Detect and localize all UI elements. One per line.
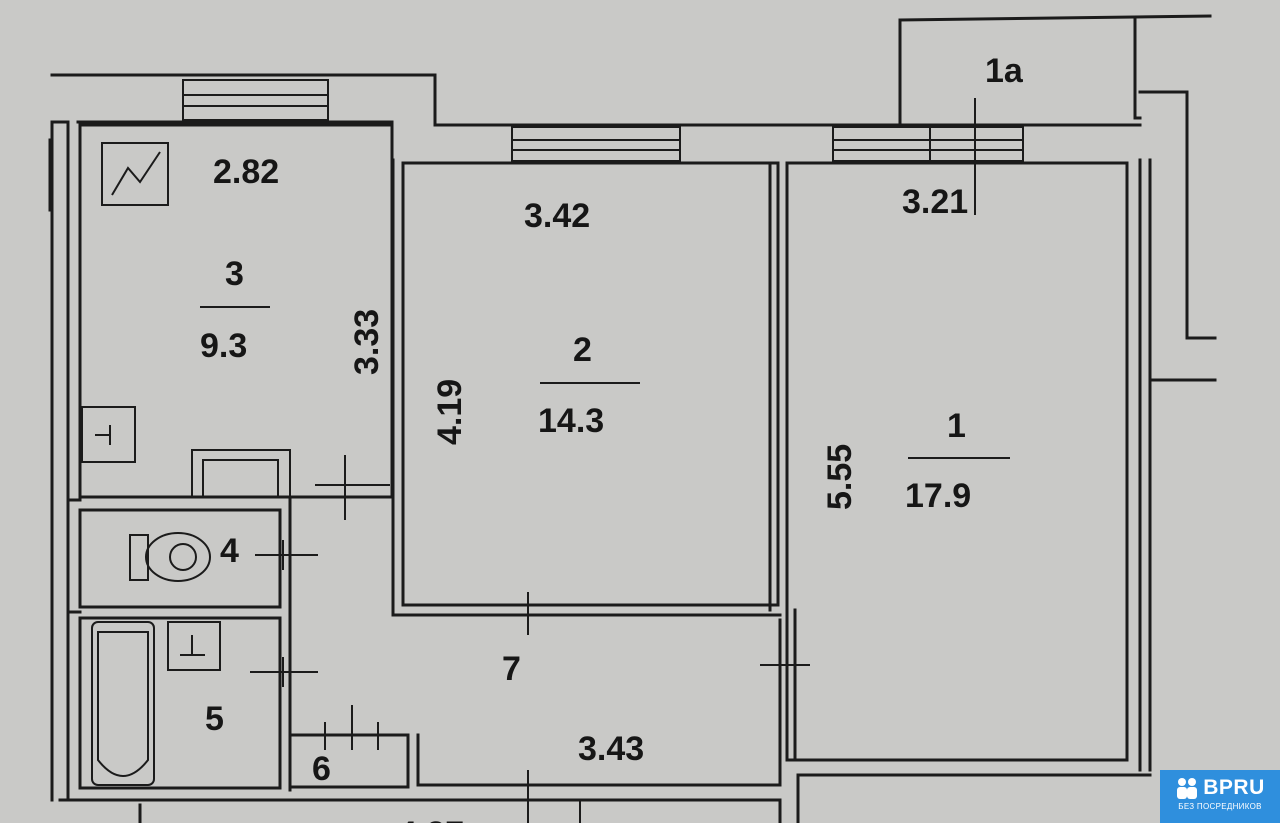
room-3-number: 3: [225, 255, 244, 293]
sink-icon: [81, 406, 136, 463]
room-2-area: 14.3: [538, 402, 604, 440]
room-7-number: 7: [502, 650, 521, 688]
bath-sink-icon: [167, 621, 221, 671]
room-3-depth: 3.33: [348, 309, 386, 375]
room-6-number: 6: [312, 750, 331, 788]
door-marks: [250, 98, 976, 823]
bpru-watermark: BPRU БЕЗ ПОСРЕДНИКОВ: [1160, 770, 1280, 823]
room-2-depth: 4.19: [431, 379, 469, 445]
room-3-area: 9.3: [200, 327, 247, 365]
hall-width: 3.43: [578, 730, 644, 768]
room-1-area: 17.9: [905, 477, 971, 515]
room-1-number: 1: [947, 407, 966, 445]
room-5-number: 5: [205, 700, 224, 738]
room-1-depth: 5.55: [821, 444, 859, 510]
room-1-width: 3.21: [902, 183, 968, 221]
windows: [182, 79, 1024, 162]
watermark-tagline: БЕЗ ПОСРЕДНИКОВ: [1178, 802, 1262, 811]
room-3-width: 2.82: [213, 153, 279, 191]
walls: [48, 14, 1217, 823]
room-2-number: 2: [573, 331, 592, 369]
bathtub-icon: [91, 621, 155, 786]
kitchen-stove-icon: [101, 142, 169, 206]
bottom-partial-dimension: 4.27: [398, 815, 464, 823]
room-4-number: 4: [220, 532, 239, 570]
people-icon: [1177, 778, 1198, 799]
fraction-bars: [200, 306, 1010, 459]
balcony-number: 1a: [985, 52, 1024, 90]
toilet-icon: [129, 532, 211, 582]
room-2-width: 3.42: [524, 197, 590, 235]
watermark-brand: BPRU: [1203, 776, 1265, 799]
counter: [191, 449, 291, 498]
